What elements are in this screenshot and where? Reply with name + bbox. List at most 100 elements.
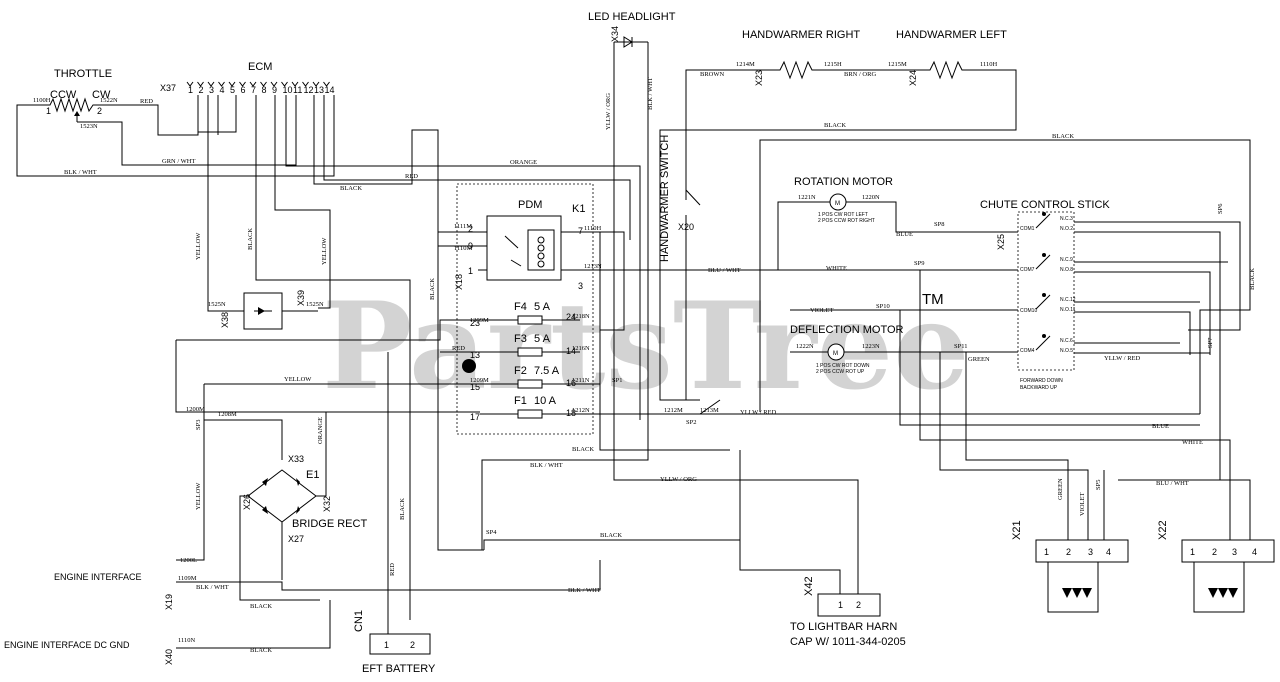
wire-num: 1111M xyxy=(454,223,472,230)
wire-num: 1213M xyxy=(700,407,719,414)
wire-label-black5: BLACK xyxy=(250,603,272,610)
wire-label-yellow2: YELLOW xyxy=(321,237,328,265)
handwarmer-switch-label: HANDWARMER SWITCH xyxy=(659,135,671,262)
x22-label: X22 xyxy=(1157,520,1169,540)
wire-throttle-blkwht xyxy=(16,95,335,177)
wire-label-orange: ORANGE xyxy=(510,159,537,166)
no2: N.O.2 xyxy=(1060,226,1073,232)
f1-rating: 10 A xyxy=(534,395,557,407)
wire-label-black: BLACK xyxy=(247,228,254,250)
x42-label: X42 xyxy=(803,576,815,596)
wire-ecm-6 xyxy=(198,95,237,133)
deflection-note-1: 1 POS CW ROT DOWN xyxy=(816,363,870,369)
wire-label-brown: BROWN xyxy=(700,71,725,78)
wire-num: 1110M xyxy=(454,245,473,252)
wire-throttle-grnwht xyxy=(77,95,297,166)
wire-label-blue: BLUE xyxy=(896,231,913,238)
throttle-label: THROTTLE xyxy=(54,68,112,80)
x22-body xyxy=(1181,539,1275,563)
switch-contact xyxy=(1035,254,1051,270)
wire-num: 1110H xyxy=(980,61,998,68)
wire-label-white: WHITE xyxy=(826,265,847,272)
x40-label: X40 xyxy=(164,649,174,665)
wire-label-red4: RED xyxy=(389,563,396,576)
ecm-pin-label: 1 xyxy=(188,85,193,95)
chute-control-stick-label: CHUTE CONTROL STICK xyxy=(980,199,1110,211)
pdm-boundary xyxy=(456,183,594,435)
x21-body xyxy=(1035,539,1129,563)
switch-contact xyxy=(1035,294,1051,310)
wire-num: 1221N xyxy=(798,194,816,201)
rotation-note-2: 2 POS CCW ROT RIGHT xyxy=(818,218,875,224)
sp11: SP11 xyxy=(954,343,968,350)
wire-x40 xyxy=(176,600,331,649)
cn1-label: CN1 xyxy=(353,610,365,632)
wire-throttle-red xyxy=(113,95,199,136)
wire-label-black2: BLACK xyxy=(340,185,362,192)
bridge-diode xyxy=(262,478,268,486)
x22-pin-4: 4 xyxy=(1252,547,1257,557)
handwarmer-right-label: HANDWARMER RIGHT xyxy=(742,29,860,41)
wire-ecm-black xyxy=(313,95,484,551)
wire-chute-right-4 xyxy=(1074,271,1211,355)
wire-brown xyxy=(685,69,770,200)
x21-pin-2: 2 xyxy=(1066,547,1071,557)
switch-contact xyxy=(1035,335,1051,351)
relay-contact xyxy=(504,235,519,249)
com4: COM4 xyxy=(1020,348,1035,354)
wire-label-orange2: ORANGE xyxy=(317,417,324,444)
fuse-f3: F3 5 A 13 14 xyxy=(470,333,580,360)
wire-label-black10: BLACK xyxy=(1052,133,1074,140)
chute-control-stick: CHUTE CONTROL STICK COM1 COM7 COM10 COM4… xyxy=(980,199,1110,391)
switch-dot xyxy=(1042,212,1046,216)
wire-x19-1 xyxy=(176,560,601,591)
f2-pin: 15 xyxy=(470,382,480,392)
sp9: SP9 xyxy=(914,260,924,267)
wire-num: 1523N xyxy=(80,123,98,130)
x23-label: X23 xyxy=(754,70,764,86)
f3-pin2: 14 xyxy=(566,346,576,356)
ecm-pin-label: 4 xyxy=(220,85,225,95)
rotation-note-1: 1 POS CW ROT LEFT xyxy=(818,212,868,218)
x33-label: X33 xyxy=(288,454,304,464)
f4-label: F4 xyxy=(514,301,527,313)
ecm-pin-label: 11 xyxy=(293,85,302,95)
wire-label-yllw-org: YLLW / ORG xyxy=(605,93,612,130)
wire-num: 1214M xyxy=(736,61,755,68)
bridge-rectifier: E1 BRIDGE RECT X33 X26 X32 X27 xyxy=(242,454,367,544)
ecm-pin-label: 10 xyxy=(283,85,293,95)
wire-label-violet2: VIOLET xyxy=(1079,493,1086,516)
bridge-rect-label: BRIDGE RECT xyxy=(292,518,367,530)
wire-label-black8: BLACK xyxy=(600,532,622,539)
sp6: SP6 xyxy=(1217,203,1224,214)
wire-num: 1100H xyxy=(33,97,51,104)
ecm-pin-chevron xyxy=(239,81,246,87)
f1-pin2: 18 xyxy=(566,408,576,418)
nc9: N.C.9 xyxy=(1060,257,1073,263)
bridge-diode xyxy=(296,478,300,486)
com7: COM7 xyxy=(1020,267,1035,273)
handwarmer-right: HANDWARMER RIGHT X23 xyxy=(742,29,860,86)
wire-label-red2: RED xyxy=(405,173,418,180)
relay-contact2 xyxy=(510,259,522,267)
ecm-pin-chevron xyxy=(302,81,309,87)
engine-interface: ENGINE INTERFACE X19 ENGINE INTERFACE DC… xyxy=(4,572,174,665)
led-icon xyxy=(1218,588,1228,598)
handwarmer-switch: HANDWARMER SWITCH X20 xyxy=(659,135,701,262)
wire-label-blu-wht2: BLU / WHT xyxy=(1156,480,1189,487)
wire-num: 1525N xyxy=(306,301,324,308)
wire-fuse-f4-in xyxy=(176,319,480,341)
wire-num: 1213N xyxy=(584,263,602,270)
wire-num: 1110H xyxy=(584,225,602,232)
x34-label: X34 xyxy=(610,26,620,42)
heater-left-element xyxy=(922,60,972,80)
x22-pin-3: 3 xyxy=(1232,547,1237,557)
x42-body xyxy=(817,593,881,617)
ecm-pin-chevron xyxy=(228,81,236,87)
ecm-pin-chevron xyxy=(218,81,225,87)
handwarmer-left: HANDWARMER LEFT X24 xyxy=(896,29,1007,86)
wire-label-green: GREEN xyxy=(968,356,990,363)
x21-label: X21 xyxy=(1011,520,1023,540)
wire-chute-right-8 xyxy=(1074,352,1211,355)
